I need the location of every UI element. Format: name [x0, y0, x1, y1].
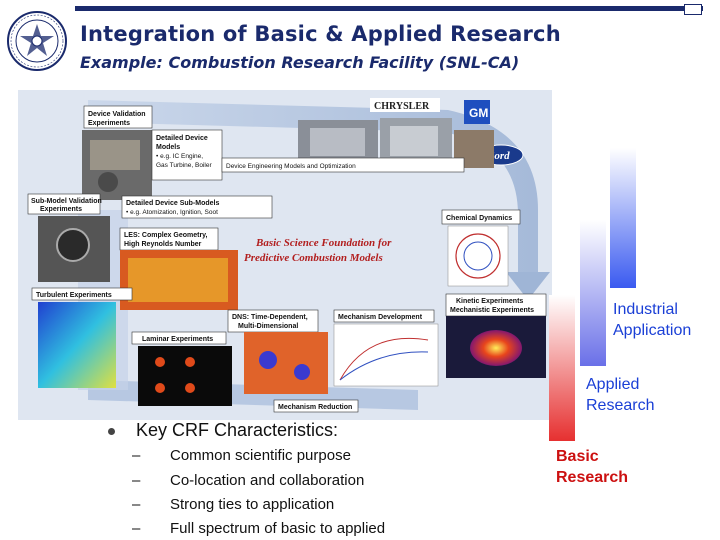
kinetic-label-2: Mechanistic Experiments [450, 307, 534, 314]
turbulent-image [38, 302, 116, 388]
list-item: – Full spectrum of basic to applied [132, 520, 386, 537]
list-item: – Co-location and collaboration [132, 472, 365, 489]
basic-label: Basic Research [556, 448, 629, 486]
title-rule [75, 6, 703, 11]
laminar-label: Laminar Experiments [142, 336, 213, 343]
turbulent-label: Turbulent Experiments [36, 292, 112, 299]
bullet-dot [108, 428, 115, 435]
laminar-box [131, 331, 227, 345]
mechanism-dev-box [333, 309, 435, 323]
list-item-text: Common scientific purpose [170, 447, 351, 464]
center-text-2: Predictive Combustion Models [244, 252, 383, 264]
list-item-text: Full spectrum of basic to applied [170, 520, 386, 537]
doe-seal-icon [7, 11, 67, 71]
mechanism-red-box [273, 399, 359, 413]
gm-logo [464, 100, 490, 124]
list-item: – Common scientific purpose [132, 447, 351, 464]
detailed-sub-label-2: • e.g. Atomization, Ignition, Soot [126, 209, 218, 216]
list-item: – Strong ties to application [132, 496, 335, 513]
device-eng-label: Device Engineering Models and Optimizati… [226, 163, 356, 170]
title-rule-end [684, 4, 702, 15]
device-validation-box [83, 105, 153, 129]
chemical-dynamics-label: Chemical Dynamics [446, 215, 512, 222]
dns-simulation [244, 332, 328, 394]
list-dash: – [132, 447, 141, 464]
dns-label-2: Multi-Dimensional [238, 323, 298, 330]
list-dash: – [132, 496, 141, 513]
list-dash: – [132, 520, 141, 537]
chrysler-logo-text: CHRYSLER [374, 101, 430, 112]
chemical-dynamics-plot [447, 225, 509, 287]
chemical-dynamics-box [441, 209, 521, 225]
mechanism-plot [333, 323, 439, 387]
submodel-label-2: Experiments [40, 206, 82, 213]
turbulent-box [31, 287, 133, 301]
list-dash: – [132, 472, 141, 489]
list-item-text: Strong ties to application [170, 496, 335, 513]
detailed-device-label-3: • e.g. IC Engine, [156, 153, 203, 160]
page-title: Integration of Basic & Applied Research [80, 22, 561, 46]
detailed-device-box [151, 129, 223, 181]
chrysler-logo [370, 98, 440, 112]
industrial-bar [610, 148, 636, 288]
les-label-2: High Reynolds Number [124, 241, 202, 248]
industrial-label: Industrial Application [613, 301, 692, 339]
list-item-text: Co-location and collaboration [170, 472, 365, 489]
submodel-box [27, 193, 101, 215]
dns-label-1: DNS: Time-Dependent, [232, 314, 308, 321]
basic-bar [549, 295, 575, 441]
center-text-1: Basic Science Foundation for [255, 237, 392, 249]
characteristics-heading: Key CRF Characteristics: [136, 420, 339, 440]
les-label-1: LES: Complex Geometry, [124, 232, 208, 239]
applied-label: Applied Research [586, 376, 655, 414]
detailed-device-label-1: Detailed Device [156, 135, 208, 142]
detailed-device-label-4: Gas Turbine, Boiler [156, 162, 212, 169]
crf-research-diagram: Device Validation Experiments Detailed D… [18, 90, 552, 420]
device-eng-box [221, 157, 465, 173]
detailed-device-label-2: Models [156, 144, 180, 151]
submodel-label-1: Sub-Model Validation [31, 198, 102, 205]
detailed-sub-label-1: Detailed Device Sub-Models [126, 200, 219, 207]
mechanism-red-label: Mechanism Reduction [278, 404, 352, 411]
gm-logo-text: GM [469, 106, 488, 120]
detailed-sub-box [121, 195, 273, 219]
mechanism-dev-label: Mechanism Development [338, 314, 423, 321]
kinetic-label-1: Kinetic Experiments [456, 298, 523, 305]
applied-bar [580, 220, 606, 366]
page-subtitle: Example: Combustion Research Facility (S… [80, 53, 520, 72]
device-validation-label-2: Experiments [88, 120, 130, 127]
device-validation-label-1: Device Validation [88, 111, 146, 118]
laminar-image [138, 346, 232, 406]
